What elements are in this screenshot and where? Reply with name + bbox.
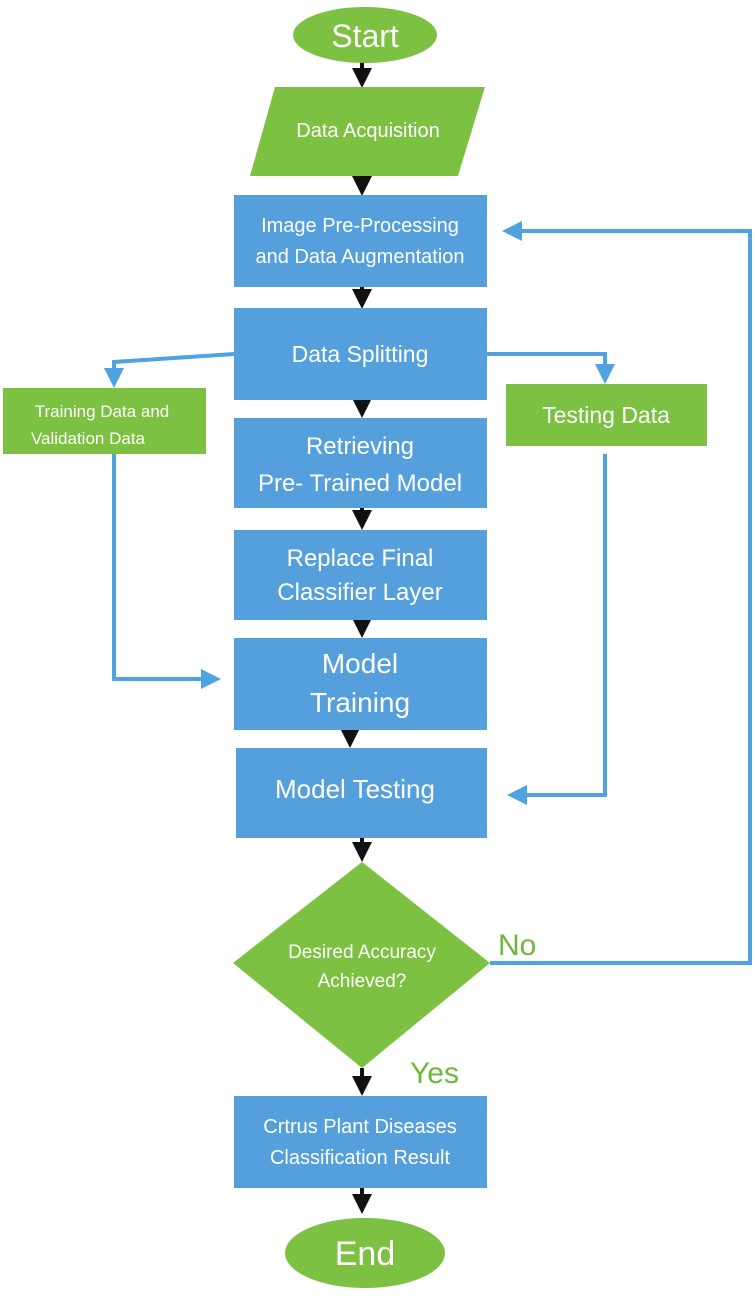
data-splitting-label: Data Splitting (292, 341, 429, 367)
node-decision: Desired Accuracy Achieved? (233, 862, 490, 1068)
node-data-acquisition: Data Acquisition (250, 87, 485, 176)
model-training-label-line2: Training (310, 687, 410, 718)
data-acquisition-label: Data Acquisition (296, 120, 439, 142)
data-acquisition-parallelogram (250, 87, 485, 176)
start-label: Start (331, 18, 399, 54)
node-testing-data: Testing Data (506, 384, 707, 446)
training-validation-data-label-line1: Training Data and (35, 402, 170, 421)
decision-label-line2: Achieved? (318, 971, 407, 992)
node-preprocessing: Image Pre-Processing and Data Augmentati… (234, 195, 487, 287)
edge-splitting-to-testing-data (487, 352, 615, 384)
preprocessing-box (234, 195, 487, 287)
retrieving-model-box (234, 418, 487, 508)
preprocessing-label-line1: Image Pre-Processing (261, 215, 459, 237)
result-label-line1: Crtrus Plant Diseases (263, 1116, 456, 1138)
replace-classifier-label-line1: Replace Final (287, 545, 434, 572)
model-testing-label: Model Testing (275, 774, 435, 804)
replace-classifier-label-line2: Classifier Layer (277, 579, 442, 606)
node-result: Crtrus Plant Diseases Classification Res… (234, 1096, 487, 1188)
edge-training-data-to-model-training (112, 454, 221, 689)
result-label-line2: Classification Result (270, 1147, 451, 1169)
node-data-splitting: Data Splitting (234, 308, 487, 400)
decision-label-line1: Desired Accuracy (288, 942, 436, 963)
training-validation-data-box (3, 388, 206, 454)
node-retrieving-model: Retrieving Pre- Trained Model (234, 418, 487, 508)
training-validation-data-label-line2: Validation Data (31, 429, 146, 448)
testing-data-box (506, 384, 707, 446)
main-flow-connectors (340, 62, 372, 1214)
decision-diamond (233, 862, 490, 1068)
result-box (234, 1096, 487, 1188)
edge-label-no: No (498, 929, 536, 962)
model-training-label-line1: Model (322, 648, 398, 679)
model-training-box (234, 638, 487, 730)
data-splitting-box (234, 308, 487, 400)
retrieving-model-label-line1: Retrieving (306, 433, 414, 460)
edge-testing-data-to-model-testing (507, 454, 607, 805)
model-testing-box (236, 748, 487, 838)
node-replace-classifier: Replace Final Classifier Layer (234, 530, 487, 620)
end-terminal-shape (285, 1218, 445, 1288)
node-end: End (285, 1218, 445, 1288)
side-flow-connectors (104, 221, 752, 965)
retrieving-model-label-line2: Pre- Trained Model (258, 470, 462, 497)
edge-label-yes: Yes (410, 1057, 459, 1090)
start-terminal-shape (293, 7, 437, 63)
testing-data-label: Testing Data (542, 402, 670, 428)
node-model-testing: Model Testing (236, 748, 487, 838)
node-training-validation-data: Training Data and Validation Data (3, 388, 206, 454)
edge-splitting-to-training-data (104, 352, 235, 388)
node-start: Start (293, 7, 437, 63)
edge-decision-no-loop (490, 221, 752, 965)
replace-classifier-box (234, 530, 487, 620)
preprocessing-label-line2: and Data Augmentation (255, 246, 464, 268)
node-model-training: Model Training (234, 638, 487, 730)
end-label: End (335, 1235, 396, 1273)
